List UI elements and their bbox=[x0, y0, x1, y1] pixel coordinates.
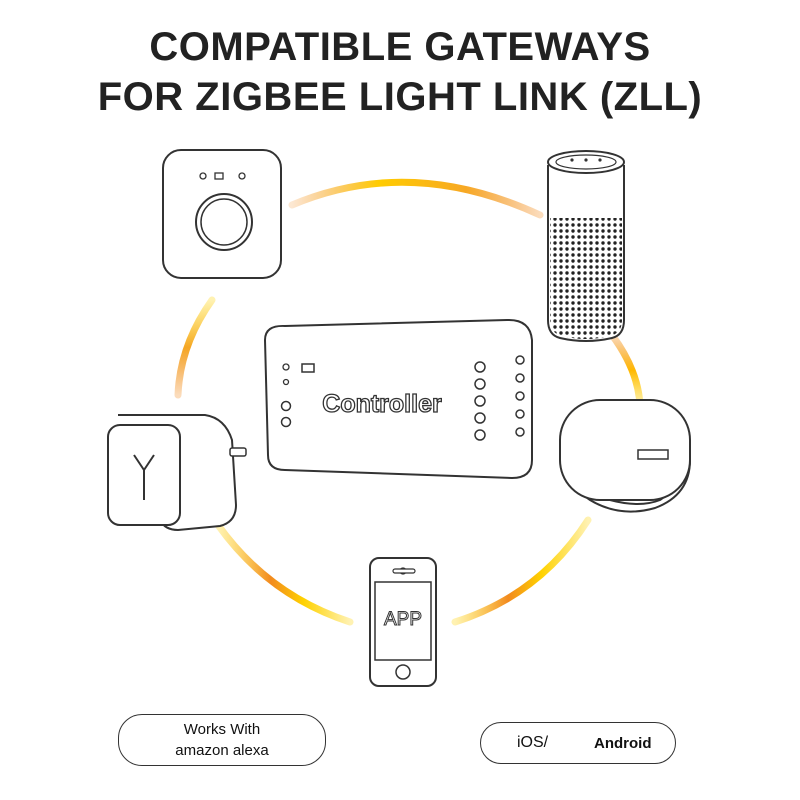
ring-arc-top bbox=[288, 178, 544, 219]
smartphone-device bbox=[369, 557, 437, 687]
ring-arc-upper-left bbox=[174, 296, 216, 399]
ios-label: iOS/ bbox=[517, 734, 549, 751]
round-hub-device bbox=[559, 399, 691, 513]
hue-bridge-device bbox=[162, 149, 282, 279]
title-line-2: FOR ZIGBEE LIGHT LINK (ZLL) bbox=[97, 75, 703, 119]
plug-gateway-device bbox=[107, 414, 247, 532]
controller-device bbox=[263, 318, 533, 480]
echo-speaker-device bbox=[547, 150, 625, 342]
ring-arc-upper-right bbox=[608, 331, 644, 409]
phone-app-label: APP bbox=[384, 609, 422, 630]
alexa-badge: Works With amazon alexa bbox=[118, 714, 326, 766]
controller-label: Controller bbox=[322, 390, 442, 418]
ring-arc-lower-right bbox=[451, 516, 592, 626]
platform-badge: iOS/ Android bbox=[480, 722, 676, 764]
ring bbox=[174, 178, 644, 626]
title-line-1: COMPATIBLE GATEWAYS bbox=[149, 25, 651, 69]
android-label: Android bbox=[594, 735, 652, 752]
alexa-badge-line1: Works With bbox=[183, 721, 261, 738]
ring-arc-lower-left bbox=[214, 521, 354, 626]
page-title: COMPATIBLE GATEWAYS FOR ZIGBEE LIGHT LIN… bbox=[0, 22, 800, 122]
alexa-badge-line2: amazon alexa bbox=[175, 742, 269, 759]
